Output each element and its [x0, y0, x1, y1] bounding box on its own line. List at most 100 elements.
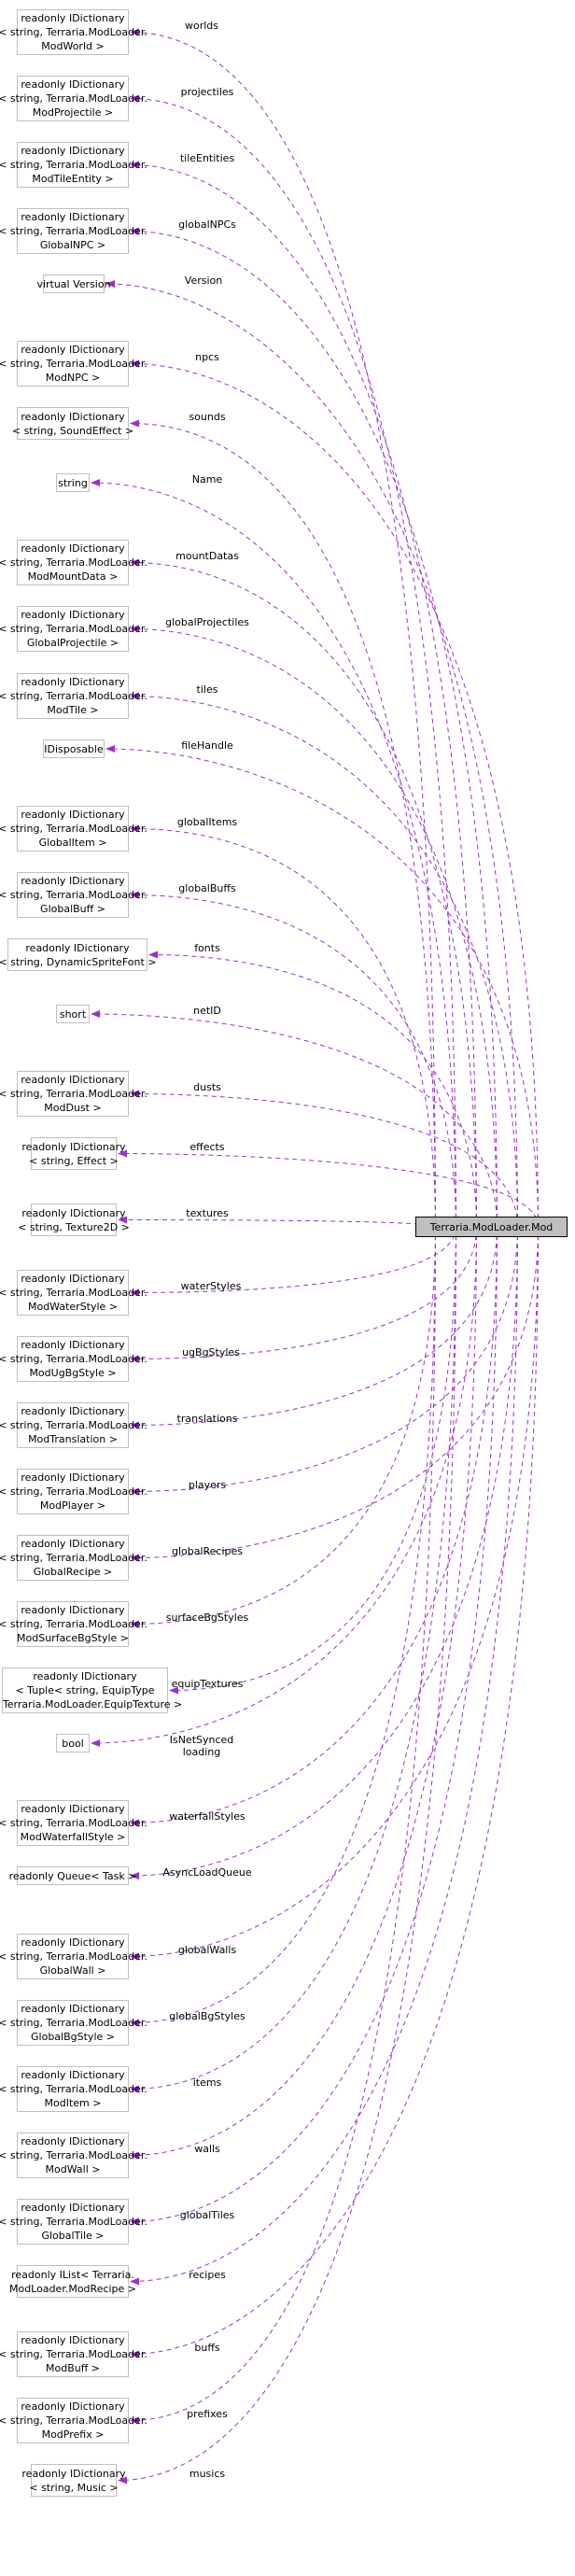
type-node-line: < string, Terraria.ModLoader.	[0, 1419, 147, 1431]
type-node[interactable]: string	[56, 473, 90, 492]
type-node[interactable]: readonly IDictionary< string, Terraria.M…	[0, 1535, 147, 1581]
type-node-line: ModWaterfallStyle >	[20, 1831, 126, 1843]
type-node[interactable]: readonly IDictionary< string, Terraria.M…	[0, 673, 147, 719]
edge-label: netID	[193, 1005, 221, 1017]
edge-label-text: projectiles	[180, 86, 234, 98]
type-node[interactable]: readonly IDictionary< string, Terraria.M…	[0, 540, 147, 585]
edge-label: Version	[185, 274, 222, 287]
type-node-line: readonly Queue< Task >	[8, 1869, 137, 1882]
edge-label: prefixes	[187, 2408, 228, 2420]
type-node[interactable]: virtual Version	[36, 274, 111, 293]
type-node-line: < string, SoundEffect >	[11, 424, 134, 437]
type-node-line: < Tuple< string, EquipType	[15, 1684, 155, 1696]
type-node[interactable]: readonly IDictionary< string, Terraria.M…	[0, 606, 147, 652]
type-node[interactable]: readonly IDictionary< string, Terraria.M…	[0, 76, 147, 121]
type-node[interactable]: readonly IDictionary< string, Terraria.M…	[0, 1469, 147, 1514]
type-node-line: readonly IDictionary	[21, 2334, 125, 2346]
type-node[interactable]: readonly IDictionary< string, Terraria.M…	[0, 1071, 147, 1117]
edge-label-text: players	[188, 1479, 227, 1491]
type-node[interactable]: readonly IDictionary< string, Terraria.M…	[0, 1800, 147, 1846]
type-node-line: readonly IDictionary	[21, 344, 125, 356]
edge-label-text: AsyncLoadQueue	[162, 1866, 252, 1879]
type-node-line: readonly IDictionary	[21, 1936, 125, 1949]
type-node-line: < string, Terraria.ModLoader.	[0, 1485, 147, 1498]
type-node[interactable]: readonly IDictionary< string, Terraria.M…	[0, 1402, 147, 1448]
edge-label: worlds	[185, 20, 218, 32]
edge-label-text: effects	[189, 1141, 225, 1153]
type-node[interactable]: readonly IDictionary< string, Terraria.M…	[0, 208, 147, 254]
edge-label-text: loading	[182, 1746, 221, 1758]
type-node-line: readonly IDictionary	[21, 12, 125, 24]
type-node-line: < string, Terraria.ModLoader.	[0, 1950, 147, 1963]
edge-arrow	[148, 950, 477, 1228]
edge-arrow	[91, 1226, 477, 1747]
type-node[interactable]: readonly IList< Terraria.ModLoader.ModRe…	[9, 2265, 136, 2298]
edge-label: globalBuffs	[178, 882, 235, 894]
type-node-line: ModTranslation >	[28, 1433, 118, 1445]
type-node[interactable]: readonly IDictionary< string, Terraria.M…	[0, 2000, 147, 2046]
edge-arrow	[130, 1226, 498, 1827]
type-node-line: virtual Version	[36, 277, 111, 290]
edge-arrow	[130, 1090, 518, 1228]
type-node[interactable]: readonly IDictionary< string, SoundEffec…	[12, 407, 133, 440]
type-node[interactable]: readonly IDictionary< string, Terraria.M…	[0, 2398, 147, 2443]
type-node-line: ModTile >	[47, 704, 99, 716]
main-class-node[interactable]: Terraria.ModLoader.Mod	[415, 1217, 568, 1237]
edge-label-text: musics	[189, 2468, 226, 2480]
edge-label: effects	[189, 1141, 224, 1153]
edge-label-text: dusts	[193, 1081, 221, 1093]
type-node-line: < string, Terraria.ModLoader.	[0, 358, 147, 370]
type-node-line: < string, Terraria.ModLoader.	[0, 1088, 147, 1100]
type-node[interactable]: readonly IDictionary < string, Terraria.M…	[0, 9, 147, 55]
type-node-line: readonly IDictionary	[21, 542, 125, 555]
edge-label: AsyncLoadQueue	[162, 1866, 251, 1879]
type-node[interactable]: readonly IDictionary< string, Terraria.M…	[0, 2331, 147, 2377]
type-node-line: < string, Terraria.ModLoader.	[0, 26, 147, 38]
type-node[interactable]: readonly IDictionary< string, Terraria.M…	[0, 1934, 147, 1979]
edge-label: ugBgStyles	[182, 1346, 240, 1358]
type-node[interactable]: readonly IDictionary< string, Terraria.M…	[0, 806, 147, 852]
type-node[interactable]: readonly IDictionary< string, Music >	[21, 2464, 126, 2497]
edge-arrow	[130, 1226, 456, 1297]
type-node-line: < string, Terraria.ModLoader.	[0, 159, 147, 171]
type-node[interactable]: readonly IDictionary< string, Terraria.M…	[0, 2133, 147, 2178]
type-node-line: readonly IDictionary	[21, 1538, 125, 1550]
type-node[interactable]: readonly IDictionary< string, DynamicSpr…	[0, 938, 157, 971]
type-node[interactable]: readonly IDictionary< string, Terraria.M…	[0, 1336, 147, 1382]
edge-arrow	[130, 1226, 539, 2358]
edge-arrow	[130, 227, 498, 1228]
type-node-line: readonly IDictionary	[21, 145, 125, 157]
edge-label-text: globalRecipes	[171, 1545, 244, 1557]
edge-arrow	[130, 1226, 518, 2286]
type-node[interactable]: readonly IDictionary< Tuple< string, Equ…	[0, 1668, 182, 1713]
type-node[interactable]: readonly IDictionary< string, Terraria.M…	[0, 872, 147, 918]
type-node-line: readonly IDictionary	[21, 1604, 125, 1616]
type-node[interactable]: readonly IDictionary< string, Terraria.M…	[0, 2066, 147, 2112]
edge-label-text: globalBgStyles	[169, 2010, 245, 2022]
type-node[interactable]: readonly IDictionary< string, Texture2D …	[18, 1204, 130, 1236]
type-node-line: readonly IDictionary	[21, 78, 125, 91]
type-node[interactable]: IDisposable	[43, 739, 105, 758]
type-node[interactable]: readonly IDictionary < string, Terraria.M…	[0, 142, 147, 188]
type-node[interactable]: readonly IDictionary < string, Terraria.M…	[0, 341, 147, 387]
type-node-line: < string, Terraria.ModLoader.	[0, 690, 147, 702]
edge-arrow	[130, 1226, 436, 2027]
type-node-line: readonly IDictionary	[21, 410, 125, 423]
edge-label-text: fonts	[194, 942, 220, 954]
type-node-line: < string, Terraria.ModLoader.	[0, 556, 147, 569]
edge-arrow	[130, 1226, 539, 1562]
type-node[interactable]: readonly IDictionary< string, Terraria.M…	[0, 1270, 147, 1316]
type-node[interactable]: readonly IDictionary< string, Effect >	[21, 1137, 126, 1170]
type-node[interactable]: short	[56, 1005, 90, 1023]
edge-label: globalItems	[177, 816, 237, 828]
type-node[interactable]: readonly Queue< Task >	[9, 1866, 136, 1885]
edge-label: walls	[194, 2143, 220, 2155]
type-node-line: < string, Terraria.ModLoader.	[0, 225, 147, 237]
type-node[interactable]: bool	[56, 1734, 90, 1753]
type-node[interactable]: readonly IDictionary< string, Terraria.M…	[0, 1601, 147, 1647]
edge-label: npcs	[195, 351, 219, 363]
main-class-label: Terraria.ModLoader.Mod	[429, 1220, 554, 1233]
type-node[interactable]: readonly IDictionary< string, Terraria.M…	[0, 2199, 147, 2245]
